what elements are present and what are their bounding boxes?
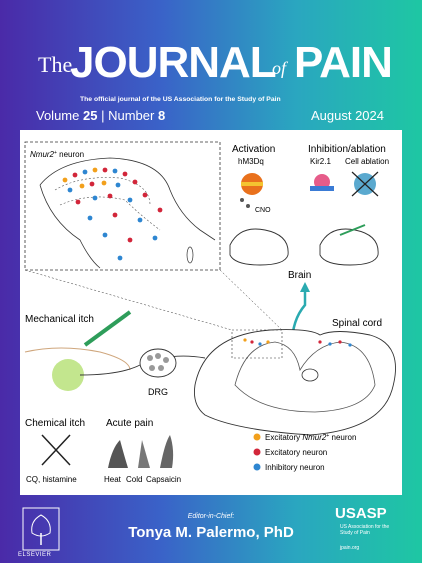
separator: | xyxy=(101,108,105,123)
skin-surface xyxy=(24,347,131,371)
heat-label: Heat xyxy=(104,475,122,484)
number-value: 8 xyxy=(157,108,166,123)
inset-label: Nmur2+ neuron xyxy=(30,150,84,159)
number-label: Number xyxy=(108,108,155,123)
cno-dot-icon-2 xyxy=(246,204,250,208)
drg-label: DRG xyxy=(148,387,168,397)
spinal-cord-label: Spinal cord xyxy=(332,318,382,329)
inset-canal xyxy=(186,246,194,264)
figure-svg: Nmur2+ neuron Activation xyxy=(24,141,396,484)
editor-label: Editor-in-Chief: xyxy=(187,513,235,520)
inhibition-tool-ablation: Cell ablation xyxy=(345,157,389,166)
volume-label: Volume xyxy=(36,108,80,123)
journal-subtitle: The official journal of the US Associati… xyxy=(80,96,281,103)
inset-neuron-dots xyxy=(62,167,163,261)
inset-lamina-line-2 xyxy=(59,196,161,231)
inset-horn-outline xyxy=(39,157,216,269)
spinal-cord-outline xyxy=(194,329,396,436)
cord-neuron-dots xyxy=(243,338,352,347)
acute-pain-label: Acute pain xyxy=(106,418,153,429)
hm3dq-membrane-icon xyxy=(241,182,263,186)
title-the: The xyxy=(38,52,73,77)
volume-number: Volume 25 | Number 8 xyxy=(36,108,165,123)
cold-label: Cold xyxy=(126,475,142,484)
syringe-icon xyxy=(339,224,366,236)
chemical-itch-label: Chemical itch xyxy=(25,418,85,429)
legend-swatch-1 xyxy=(253,448,261,456)
cno-dot-icon xyxy=(240,198,244,202)
inset-lamina-line xyxy=(54,177,151,206)
von-frey-filament-icon xyxy=(83,310,132,347)
title-of: of xyxy=(272,58,287,78)
capsaicin-label: Capsaicin xyxy=(146,475,181,484)
mechanical-itch-label: Mechanical itch xyxy=(25,314,94,325)
elsevier-tree-icon xyxy=(22,507,60,551)
heat-flame-icon xyxy=(108,440,128,468)
mouse-left-icon xyxy=(229,228,289,266)
legend-item-1: Excitatory neuron xyxy=(265,448,327,457)
legend: Excitatory Nmur2+ neuron Excitatory neur… xyxy=(253,433,356,472)
kir-membrane-icon xyxy=(310,186,334,191)
gray-matter-outline xyxy=(234,341,376,413)
society-url: jpain.org xyxy=(340,545,360,551)
volume-value: 25 xyxy=(83,108,98,123)
cover-figure: Nmur2+ neuron Activation xyxy=(20,130,402,495)
mosquito-icon xyxy=(41,434,71,466)
title-pain: PAIN xyxy=(294,38,393,87)
central-canal xyxy=(301,368,319,382)
editor-name: Tonya M. Palermo, PhD xyxy=(128,524,294,541)
cno-label: CNO xyxy=(255,207,271,214)
chemical-agents-label: CQ, histamine xyxy=(26,475,77,484)
society-name: US Association for the Study of Pain xyxy=(340,524,390,536)
drg-cells xyxy=(147,353,169,371)
brain-label: Brain xyxy=(288,270,311,281)
activation-title: Activation xyxy=(232,144,275,155)
mouse-right-icon xyxy=(319,228,379,266)
society-logo: USASP xyxy=(335,505,387,522)
masthead: The JOURNAL of PAIN The official journal… xyxy=(0,0,422,140)
legend-swatch-0 xyxy=(253,433,261,441)
brain-arrowhead-icon xyxy=(300,282,310,292)
ablation-cross-icon-2 xyxy=(351,171,379,197)
title-journal: JOURNAL xyxy=(70,38,277,87)
cold-icon xyxy=(138,440,150,468)
legend-swatch-2 xyxy=(253,463,261,471)
issue-date: August 2024 xyxy=(310,108,384,123)
inhibition-tool-kir: Kir2.1 xyxy=(310,157,331,166)
legend-item-0: Excitatory Nmur2+ neuron xyxy=(265,433,356,442)
inset-box xyxy=(24,141,221,271)
legend-item-2: Inhibitory neuron xyxy=(265,463,325,472)
zoom-line-right xyxy=(219,269,283,331)
publisher-name: ELSEVIER xyxy=(18,552,52,558)
inhibition-title: Inhibition/ablation xyxy=(308,144,386,155)
capsaicin-pepper-icon xyxy=(160,435,174,468)
activation-tool: hM3Dq xyxy=(238,157,264,166)
itch-receptive-field xyxy=(52,359,84,391)
zoom-region-box xyxy=(231,329,283,359)
